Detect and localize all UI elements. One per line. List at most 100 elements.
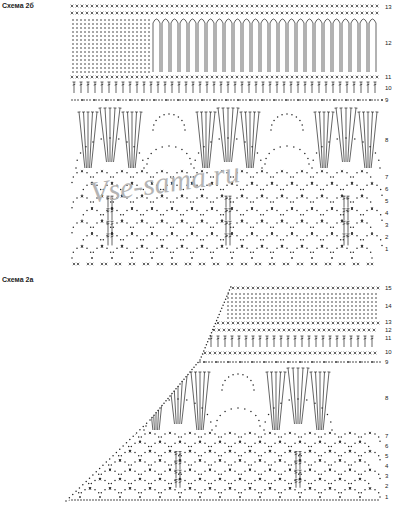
chain-dot: [116, 408, 118, 410]
chain-dot: [100, 39, 102, 41]
chain-dot: [266, 185, 268, 187]
chain-dot: [159, 116, 161, 118]
chain-dot: [211, 464, 213, 466]
chain-dot: [144, 421, 146, 423]
chain-dot: [275, 305, 277, 307]
chain-dot: [310, 226, 312, 228]
chain-dot: [76, 197, 78, 199]
chain-dot: [299, 441, 301, 443]
chain-dot: [81, 196, 83, 198]
chain-dot: [327, 317, 329, 319]
chain-dot: [100, 35, 102, 37]
chain-dot: [323, 293, 325, 295]
chain-dot: [201, 246, 203, 248]
chain-dot: [194, 402, 196, 404]
chain-dot: [335, 309, 337, 311]
chain-dot: [350, 252, 352, 254]
chain-dot: [243, 214, 245, 216]
chain-dot: [263, 214, 265, 216]
chain-dot: [134, 461, 136, 463]
chain-dot: [361, 196, 363, 198]
chain-dot: [194, 461, 196, 463]
chain-dot: [269, 468, 271, 470]
chain-dot: [86, 402, 88, 404]
chain-dot: [191, 464, 193, 466]
chain-dot: [109, 451, 111, 453]
chain-dot: [150, 153, 152, 155]
chain-dot: [83, 189, 85, 191]
chain-dot: [255, 313, 257, 315]
chain-dot: [96, 71, 98, 73]
chain-dot: [124, 433, 126, 435]
chain-dot: [356, 172, 358, 174]
chain-dot: [120, 47, 122, 49]
chain-dot: [211, 208, 213, 210]
chain-dot: [321, 436, 323, 438]
chain-dot: [279, 309, 281, 311]
chain-dot: [196, 247, 198, 249]
chain-dot: [359, 99, 361, 101]
chain-dot: [116, 35, 118, 37]
chain-dot: [270, 252, 272, 254]
chain-dot: [286, 222, 288, 224]
chain-dot: [247, 301, 249, 303]
chain-dot: [244, 408, 246, 410]
chain-dot: [296, 197, 298, 199]
chain-dot: [118, 436, 120, 438]
chain-dot: [268, 414, 270, 416]
chain-dot: [151, 446, 153, 448]
chain-dot: [111, 257, 113, 259]
chain-dot: [301, 436, 303, 438]
chain-dot: [370, 201, 372, 203]
chain-dot: [199, 459, 201, 461]
chain-dot: [168, 464, 170, 466]
chain-dot: [286, 113, 288, 115]
chain-dot: [343, 293, 345, 295]
chain-dot: [116, 235, 118, 237]
chain-dot: [255, 415, 257, 417]
chain-dot: [318, 436, 320, 438]
chain-dot: [344, 452, 346, 454]
chain-dot: [334, 433, 336, 435]
chain-dot: [251, 208, 253, 210]
chain-dot: [166, 197, 168, 199]
chain-dot: [227, 317, 229, 319]
chain-dot: [120, 43, 122, 45]
chain-dot: [204, 452, 206, 454]
chain-dot: [349, 432, 351, 434]
chain-dot: [121, 436, 123, 438]
chain-dot: [248, 446, 250, 448]
chain-dot: [112, 63, 114, 65]
chain-dot: [269, 450, 271, 452]
chain-dot: [248, 464, 250, 466]
chain-dot: [88, 446, 90, 448]
chain-dot: [283, 239, 285, 241]
chain-dot: [271, 233, 273, 235]
chain-dot: [259, 425, 261, 427]
chain-dot: [191, 446, 193, 448]
chain-dot: [339, 309, 341, 311]
chain-dot: [156, 235, 158, 237]
chain-dot: [381, 220, 383, 222]
chain-dot: [321, 407, 323, 409]
stitch-symbols: [38, 287, 385, 490]
chain-dot: [373, 361, 375, 363]
chain-dot: [293, 99, 295, 101]
chain-dot: [80, 35, 82, 37]
chain-dot: [310, 176, 312, 178]
chain-dot: [132, 35, 134, 37]
chain-dot: [186, 399, 188, 401]
chain-dot: [271, 305, 273, 307]
chain-dot: [136, 31, 138, 33]
chain-dot: [189, 468, 191, 470]
chain-dot: [304, 461, 306, 463]
chain-dot: [81, 455, 83, 457]
chain-dot: [283, 297, 285, 299]
chain-dot: [237, 407, 239, 409]
chain-dot: [76, 71, 78, 73]
chain-dot: [104, 51, 106, 53]
chain-dot: [130, 226, 132, 228]
chain-dot: [105, 415, 107, 417]
chain-dot: [351, 208, 353, 210]
chain-dot: [346, 247, 348, 249]
